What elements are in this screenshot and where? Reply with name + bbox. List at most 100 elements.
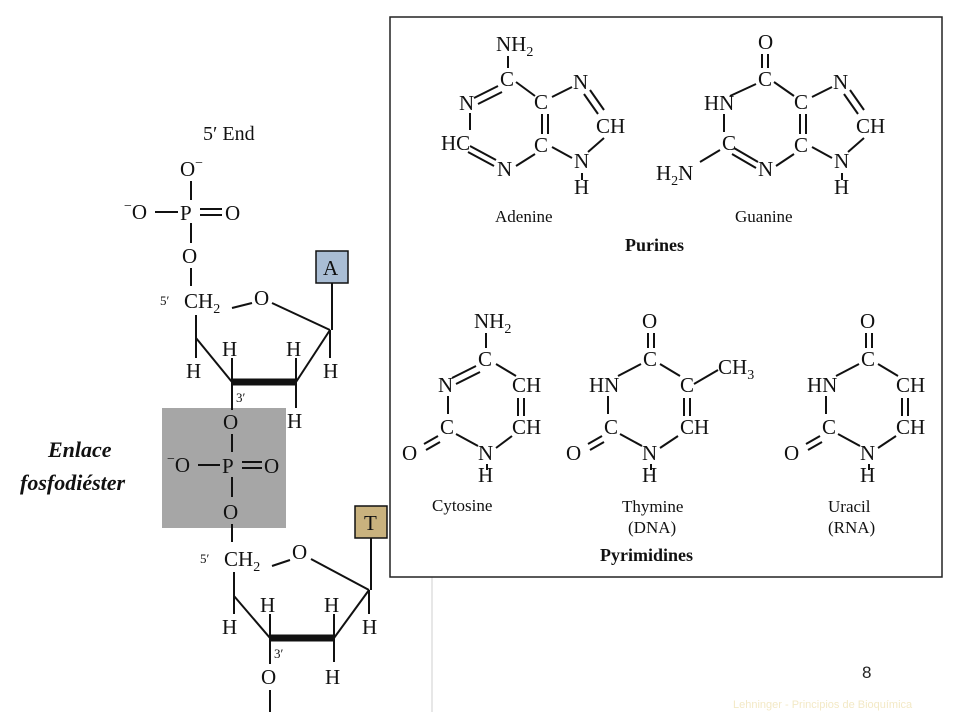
svg-text:H: H [286,337,301,361]
thymine-sub-label: (DNA) [628,518,676,537]
svg-text:O: O [182,244,197,268]
svg-text:H2N: H2N [656,161,693,189]
svg-text:CH: CH [680,415,709,439]
enlace-label-line1: Enlace [47,437,112,462]
svg-text:N: N [438,373,453,397]
svg-text:CH: CH [596,114,625,138]
svg-text:−O: −O [124,199,147,224]
svg-text:H: H [260,593,275,617]
svg-text:H: H [323,359,338,383]
svg-text:N: N [642,441,657,465]
svg-text:O: O [860,309,875,333]
uracil-structure: O C HN C O N H CH CH [784,309,925,487]
svg-text:CH: CH [896,373,925,397]
svg-text:N: N [459,91,474,115]
svg-text:CH: CH [856,114,885,138]
svg-text:C: C [478,347,492,371]
svg-text:5′: 5′ [160,293,170,308]
cytosine-label: Cytosine [432,496,492,515]
svg-text:−O: −O [167,452,190,477]
svg-text:CH2: CH2 [224,547,260,575]
svg-text:C: C [534,133,548,157]
svg-text:H: H [642,463,657,487]
svg-text:CH: CH [512,415,541,439]
svg-text:O: O [784,441,799,465]
svg-text:C: C [440,415,454,439]
svg-text:P: P [180,201,192,225]
svg-text:O: O [292,540,307,564]
svg-text:HN: HN [807,373,837,397]
svg-text:C: C [722,131,736,155]
phosphodiester-highlight [162,408,286,528]
svg-text:N: N [574,149,589,173]
svg-text:O: O [264,454,279,478]
dna-backbone: 5′ End O− −O P O O A 5′ CH2 O H H H H [20,123,388,712]
svg-text:O: O [402,441,417,465]
base-a-box [315,250,349,284]
adenine-label: Adenine [495,207,553,226]
svg-text:H: H [324,593,339,617]
uracil-sub-label: (RNA) [828,518,875,537]
bases-panel [389,16,943,578]
uracil-label: Uracil [828,497,871,516]
svg-text:O: O [758,30,773,54]
svg-text:N: N [833,70,848,94]
svg-text:C: C [680,373,694,397]
svg-text:O: O [254,286,269,310]
svg-text:C: C [822,415,836,439]
svg-text:H: H [186,359,201,383]
svg-text:H: H [478,463,493,487]
pyrimidines-label: Pyrimidines [600,545,693,565]
enlace-label-line2: fosfodiéster [20,470,126,495]
svg-text:C: C [758,67,772,91]
svg-text:N: N [834,149,849,173]
svg-text:H: H [362,615,377,639]
svg-text:O: O [642,309,657,333]
thymine-label: Thymine [622,497,683,516]
svg-text:CH: CH [512,373,541,397]
slide-number: 8 [862,663,872,682]
purines-label: Purines [625,235,684,255]
svg-text:P: P [222,454,234,478]
svg-text:3′: 3′ [236,390,246,405]
base-t-label: T [364,511,377,535]
svg-text:C: C [500,67,514,91]
svg-text:C: C [794,90,808,114]
thymine-structure: O C HN C O N H C CH3 CH [566,309,754,487]
svg-text:C: C [794,133,808,157]
svg-text:O: O [566,441,581,465]
svg-text:H: H [287,409,302,433]
svg-text:N: N [573,70,588,94]
svg-text:HC: HC [441,131,470,155]
five-prime-end-label: 5′ End [203,123,255,145]
svg-text:H: H [574,175,589,199]
svg-text:N: N [497,157,512,181]
guanine-structure: O C HN C H2N N C C N CH N H [656,30,885,199]
svg-text:N: N [478,441,493,465]
svg-text:H: H [860,463,875,487]
svg-text:N: N [860,441,875,465]
base-a-label: A [323,256,339,280]
svg-text:HN: HN [704,91,734,115]
svg-text:HN: HN [589,373,619,397]
svg-text:H: H [325,665,340,689]
svg-text:N: N [758,157,773,181]
svg-text:H: H [222,337,237,361]
svg-text:C: C [643,347,657,371]
svg-text:O: O [261,665,276,689]
svg-text:O−: O− [180,156,203,181]
svg-text:5′: 5′ [200,551,210,566]
svg-text:C: C [604,415,618,439]
svg-text:O: O [225,201,240,225]
svg-text:H: H [222,615,237,639]
svg-text:O: O [223,500,238,524]
svg-text:H: H [834,175,849,199]
svg-text:3′: 3′ [274,646,284,661]
guanine-label: Guanine [735,207,793,226]
svg-text:CH: CH [896,415,925,439]
svg-text:C: C [534,90,548,114]
credit-text: Lehninger - Principios de Bioquímica [733,699,913,711]
svg-text:C: C [861,347,875,371]
svg-text:O: O [223,410,238,434]
